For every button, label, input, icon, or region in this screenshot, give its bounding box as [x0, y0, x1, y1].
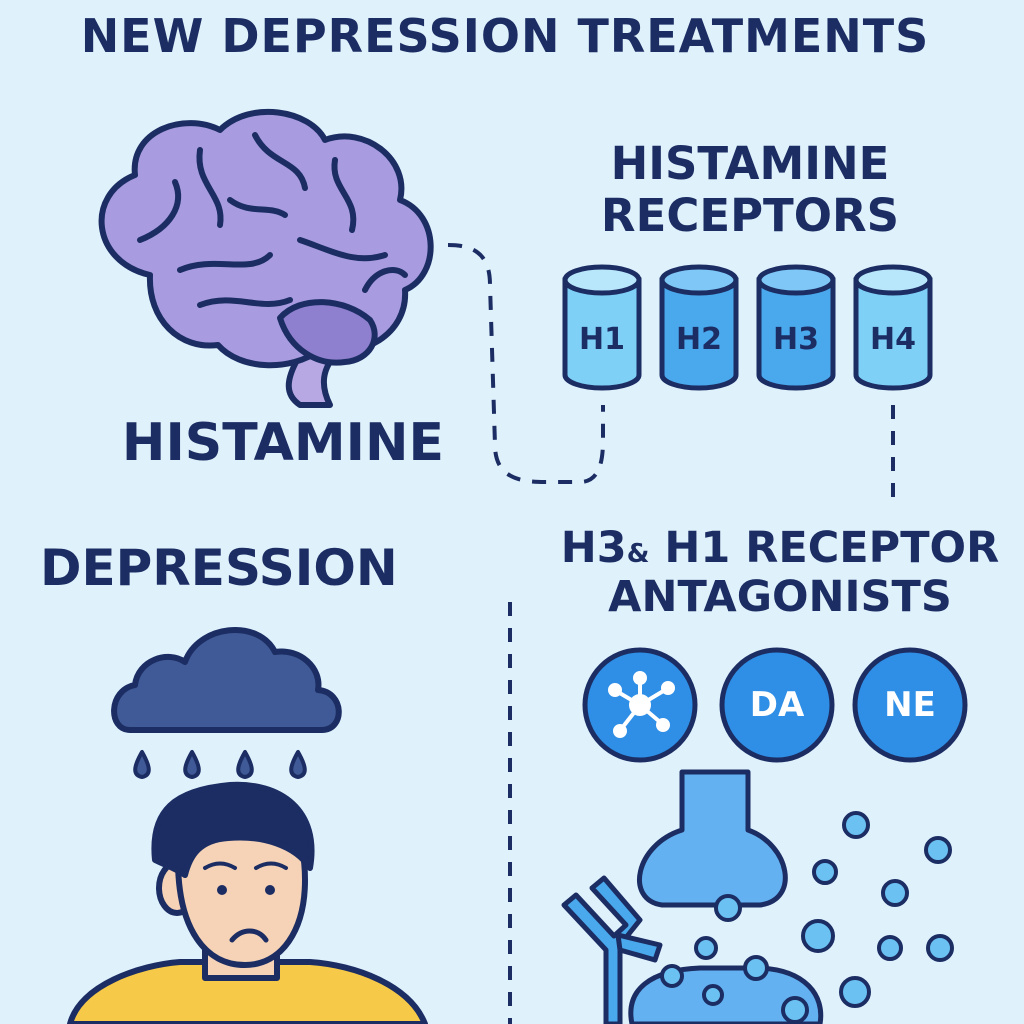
histamine-receptors-line2: RECEPTORS	[600, 188, 900, 242]
depression-label: DEPRESSION	[40, 539, 398, 597]
norepinephrine-label: NE	[884, 685, 936, 725]
page-title: NEW DEPRESSION TREATMENTS	[80, 9, 930, 63]
rain-cloud-icon	[111, 627, 342, 779]
receptor-h4-icon	[853, 264, 933, 391]
antagonists-heading: H3& H1 RECEPTOR ANTAGONISTS	[545, 523, 1015, 623]
receptor-h2-icon	[659, 264, 739, 391]
antagonists-line1: H3& H1 RECEPTOR	[545, 523, 1015, 573]
receptor-h1-icon	[562, 264, 642, 391]
brain-icon	[98, 108, 434, 408]
antagonists-h3: H3	[560, 523, 627, 573]
connector-brain-to-h1	[447, 243, 605, 484]
sad-person-icon	[67, 781, 428, 1024]
receptor-label-h4: H4	[870, 322, 916, 357]
molecule-icon	[608, 671, 675, 738]
receptor-y-icon	[561, 875, 663, 1024]
antagonists-ampersand: &	[626, 539, 650, 569]
histamine-label: HISTAMINE	[121, 413, 445, 473]
histamine-receptors-heading: HISTAMINE RECEPTORS	[575, 138, 925, 242]
dopamine-label: DA	[749, 685, 805, 725]
receptor-h3-icon	[756, 264, 836, 391]
neurotransmitter-dots	[660, 811, 954, 1024]
histamine-receptors-line1: HISTAMINE	[610, 137, 890, 190]
receptor-label-h2: H2	[676, 322, 722, 357]
antagonists-line2: ANTAGONISTS	[608, 572, 952, 623]
receptor-label-h3: H3	[773, 322, 819, 357]
norepinephrine-circle	[852, 647, 968, 763]
antagonists-h1-receptor: H1 RECEPTOR	[664, 523, 1000, 573]
dopamine-circle	[719, 647, 835, 763]
receptor-label-h1: H1	[579, 322, 625, 357]
